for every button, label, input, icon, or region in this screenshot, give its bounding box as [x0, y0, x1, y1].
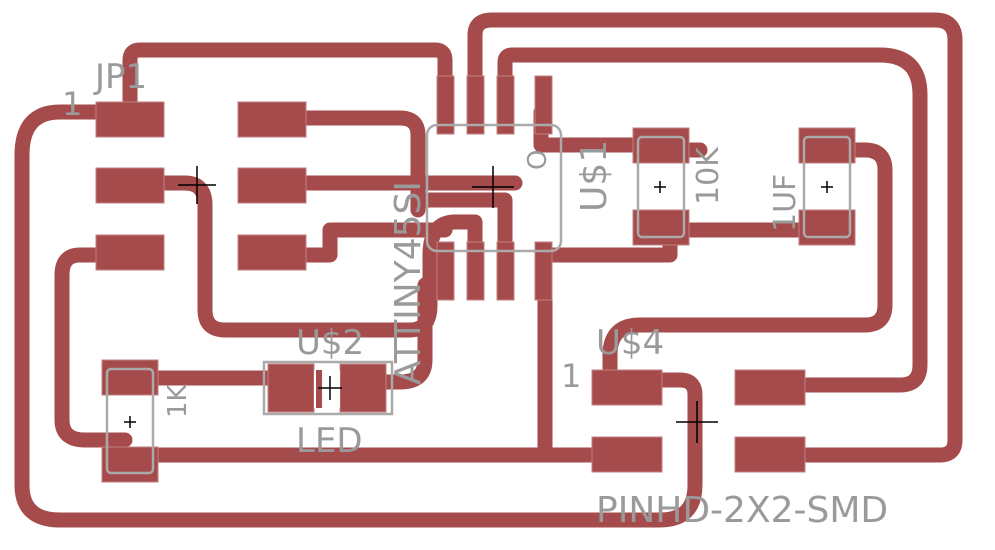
r10k-origin-cross-icon — [654, 181, 666, 193]
us1-pad-7 — [466, 75, 485, 135]
silkscreen-labels: JP1 1 ATTINY45SI U$1 O U$2 LED 10K 1UF 1… — [62, 57, 888, 531]
r1k-origin-cross-icon — [124, 416, 136, 428]
jp1-pad-4 — [237, 167, 307, 204]
c1uf-pad-1 — [798, 127, 856, 164]
led-origin-cross-icon — [318, 376, 342, 400]
us1-pad-1 — [436, 241, 455, 301]
us1-pad-8 — [436, 75, 455, 135]
us4-pad-4 — [734, 436, 806, 473]
jp1-pad-3 — [95, 167, 165, 204]
us1-pad-3 — [496, 241, 515, 301]
jp1-name-label: JP1 — [93, 57, 147, 97]
led-outline — [262, 360, 394, 416]
origin-crosses — [124, 166, 833, 443]
led-cathode-mark — [316, 370, 322, 408]
jp1-pin1-label: 1 — [62, 85, 82, 123]
trace-top-inner-loop — [497, 47, 928, 393]
trace-outer-left-loop — [14, 104, 703, 528]
us1-outline — [425, 123, 563, 253]
trace-top-outer-loop — [467, 12, 963, 463]
r1k-value-label: 1K — [163, 383, 193, 418]
us2-value-label: LED — [296, 421, 363, 461]
us4-pin1-label: 1 — [561, 357, 581, 395]
r10k-pad-1 — [632, 127, 690, 164]
c1uf-origin-cross-icon — [821, 181, 833, 193]
us4-value-label: PINHD-2X2-SMD — [596, 490, 888, 531]
trace-1uf-loop — [602, 142, 893, 390]
trace-gnd-left — [54, 247, 138, 448]
us1-pad-2 — [466, 241, 485, 301]
c1uf-value-label: 1UF — [768, 174, 803, 232]
us1-origin-cross-icon — [472, 166, 514, 208]
us4-pad-2 — [734, 369, 806, 406]
us4-name-label: U$4 — [596, 323, 664, 363]
trace-jp1-pin1-to-us1-pin1 — [122, 42, 453, 120]
jp1-pad-1 — [95, 101, 165, 138]
us1-pad-4 — [534, 241, 553, 301]
r10k-outline — [636, 135, 686, 239]
us1-pad-6 — [496, 75, 515, 135]
jp1-origin-cross-icon — [178, 166, 216, 204]
us1-name-label: U$1 — [574, 140, 615, 212]
us1-value-label: ATTINY45SI — [388, 181, 429, 385]
jp1-pad-2 — [237, 101, 307, 138]
r10k-value-label: 10K — [691, 146, 726, 205]
us4-pad-3 — [591, 436, 663, 473]
r1k-pad-1 — [101, 359, 159, 396]
us1-pad-5 — [534, 75, 553, 135]
us2-name-label: U$2 — [296, 323, 364, 363]
jp1-pad-6 — [237, 234, 307, 271]
pads — [95, 75, 856, 483]
trace-led-to-us1 — [372, 254, 453, 390]
r1k-pad-2 — [101, 446, 159, 483]
r1k-outline — [105, 367, 155, 475]
led-pad-1 — [267, 363, 315, 413]
us4-origin-cross-icon — [676, 401, 718, 443]
r10k-pad-2 — [632, 209, 690, 246]
led-pad-2 — [339, 363, 387, 413]
jp1-pad-5 — [95, 234, 165, 271]
c1uf-pad-2 — [798, 209, 856, 246]
c1uf-outline — [802, 135, 852, 239]
us1-pin-mark-label: O — [523, 150, 553, 170]
us4-pad-1 — [591, 369, 663, 406]
silkscreen-outlines — [105, 123, 852, 475]
